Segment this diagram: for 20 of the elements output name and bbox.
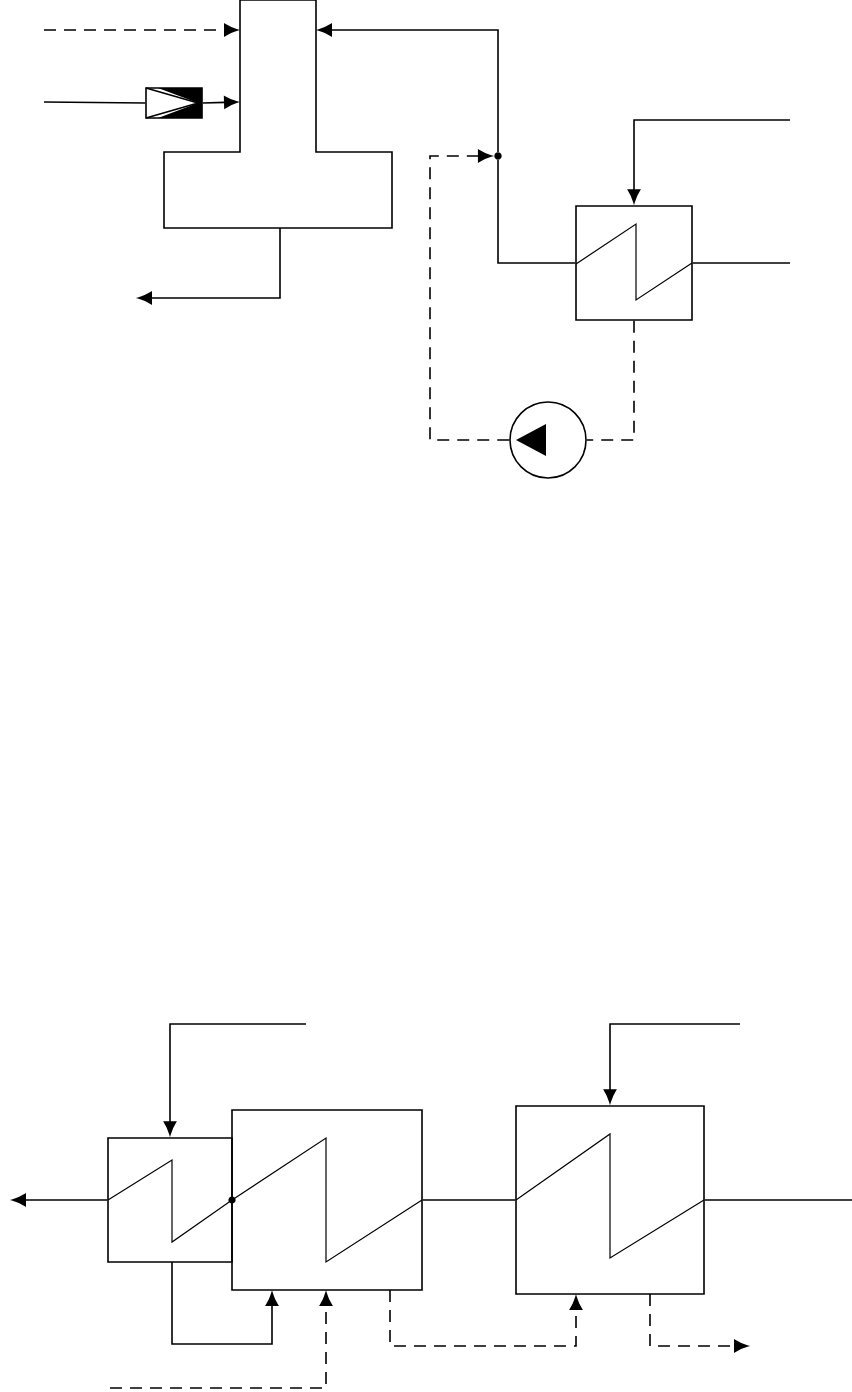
pump-symbol — [509, 401, 587, 479]
heat-exchanger-box — [575, 205, 693, 321]
arrow — [109, 1292, 333, 1389]
arrow — [603, 1023, 741, 1104]
arrow — [627, 119, 791, 204]
heat-exchanger-box — [107, 1137, 233, 1263]
arrow — [202, 96, 238, 109]
arrow — [171, 1261, 279, 1345]
valve-symbol — [145, 87, 203, 119]
arrow — [12, 1193, 108, 1207]
heat-exchanger-box — [515, 1105, 705, 1295]
tank-drawing — [163, 0, 393, 229]
arrow — [163, 1023, 307, 1136]
arrow — [429, 149, 510, 441]
arrow — [138, 227, 281, 305]
heat-exchanger-box — [231, 1109, 423, 1291]
arrow — [318, 23, 499, 153]
arrow — [649, 1293, 748, 1353]
arrow — [43, 23, 238, 37]
arrow — [389, 1289, 583, 1347]
